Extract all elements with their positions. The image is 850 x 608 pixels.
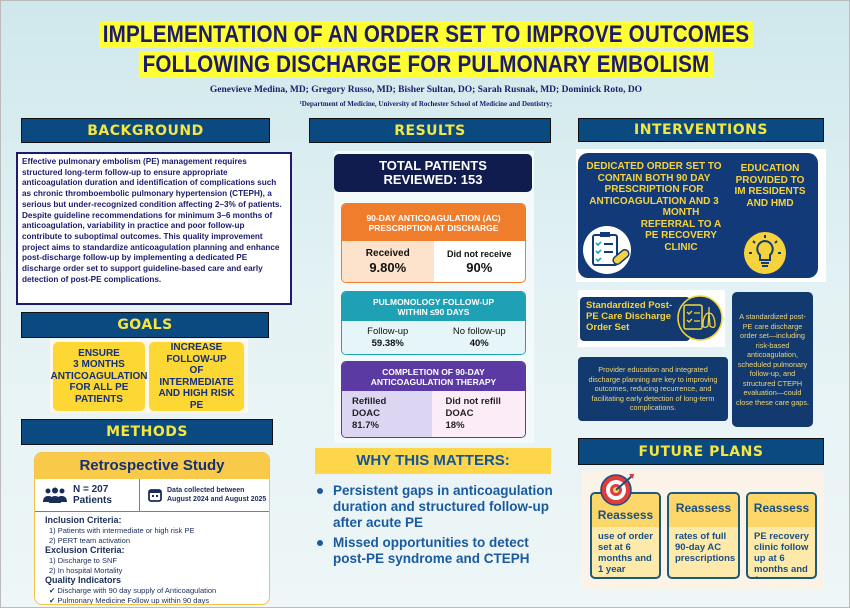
- goal-card: ENSURE 3 MONTHS ANTICOAGULATION FOR ALL …: [50, 342, 148, 411]
- results-header: RESULTS: [309, 118, 551, 143]
- inclusion-item: 1) Patients with intermediate or high ri…: [49, 526, 195, 535]
- future-plan-card: Reassess PE recovery clinic follow up at…: [746, 492, 817, 579]
- future-plan-title: Reassess: [669, 494, 738, 527]
- box-title-2: PRESCRIPTION AT DISCHARGE: [368, 222, 499, 233]
- patient-count: N = 207: [73, 484, 109, 495]
- lightbulb-icon: [744, 232, 786, 274]
- order-set-intervention-wrap: DEDICATED ORDER SET TO CONTAIN BOTH 90 D…: [584, 161, 724, 277]
- interventions-box: DEDICATED ORDER SET TO CONTAIN BOTH 90 D…: [578, 153, 818, 278]
- bullet-item: Persistent gaps in anticoagulation durat…: [313, 483, 558, 531]
- future-plan-text: PE recovery clinic follow up at 6 months…: [754, 531, 809, 577]
- patient-count-label: Patients: [73, 495, 112, 506]
- why-this-matters-header: WHY THIS MATTERS:: [315, 448, 551, 474]
- data-range-line-1: Data collected between: [167, 487, 245, 494]
- refilled-value: 81.7%: [352, 420, 379, 431]
- refilled-label: Refilled DOAC: [352, 396, 387, 419]
- not-refilled-value: 18%: [445, 420, 465, 431]
- followup-value: 59.38%: [371, 337, 404, 349]
- quality-item: ✔ Discharge with 90 day supply of Antico…: [49, 586, 217, 595]
- future-plan-text: use of order set at 6 months and 1 year: [598, 531, 653, 575]
- people-icon: [43, 487, 67, 503]
- order-set-intervention: DEDICATED ORDER SET TO CONTAIN BOTH 90 D…: [586, 161, 722, 253]
- check-icon: ✔: [49, 595, 58, 605]
- target-icon: [600, 474, 634, 506]
- inclusion-title: Inclusion Criteria:: [45, 515, 122, 525]
- affiliation: ¹Department of Medicine, University of R…: [299, 100, 553, 108]
- box-title-2: WITHIN ≤90 DAYS: [397, 306, 470, 317]
- provider-education-text: Provider education and integrated discha…: [578, 357, 728, 421]
- not-received-value: 90%: [466, 259, 493, 275]
- future-plans-header: FUTURE PLANS: [578, 438, 824, 465]
- exclusion-item: 2) In hospital Mortality: [49, 565, 123, 575]
- calendar-icon: [148, 489, 162, 502]
- quality-item: ✔ Pulmonary Medicine Follow up within 90…: [49, 595, 210, 605]
- total-line-1: TOTAL PATIENTS: [379, 158, 487, 173]
- exclusion-title: Exclusion Criteria:: [45, 545, 125, 555]
- order-set-panel: Standardized Post-PE Care Discharge Orde…: [578, 290, 725, 347]
- exclusion-item: 1) Discharge to SNF: [49, 556, 117, 565]
- box-title-2: ANTICOAGULATION THERAPY: [370, 376, 497, 387]
- background-text: Effective pulmonary embolism (PE) manage…: [16, 152, 292, 305]
- inclusion-item: 2) PERT team activation: [49, 535, 131, 545]
- goals-header: GOALS: [21, 312, 269, 338]
- clipboard-pill-icon: [583, 226, 631, 274]
- title-line-1: IMPLEMENTATION OF AN ORDER SET TO IMPROV…: [61, 21, 792, 49]
- bullet-item: Missed opportunities to detect post-PE s…: [313, 535, 558, 567]
- order-set-title: Standardized Post-PE Care Discharge Orde…: [580, 297, 690, 341]
- box-title-1: PULMONOLOGY FOLLOW-UP: [372, 296, 495, 307]
- received-value: 9.80%: [369, 259, 407, 275]
- interventions-header: INTERVENTIONS: [578, 118, 824, 142]
- box-title-1: COMPLETION OF 90-DAY: [382, 366, 485, 377]
- why-bullets: Persistent gaps in anticoagulation durat…: [313, 483, 558, 571]
- check-icon: ✔: [49, 586, 58, 595]
- followup-label: Follow-up: [367, 325, 409, 337]
- total-line-2: REVIEWED: 153: [383, 172, 483, 187]
- quality-title: Quality Indicators: [45, 575, 122, 585]
- not-refilled-label: Did not refill DOAC: [445, 396, 501, 419]
- study-title: Retrospective Study: [35, 453, 269, 479]
- not-received-label: Did not receive: [446, 248, 512, 259]
- future-plan-card: Reassess rates of full 90-day AC prescri…: [667, 492, 740, 579]
- title-line-2: FOLLOWING DISCHARGE FOR PULMONARY EMBOLI…: [61, 51, 792, 79]
- clipboard-lungs-icon: [677, 295, 723, 341]
- received-label: Received: [365, 247, 410, 259]
- data-range-line-2: August 2024 and August 2025: [167, 496, 267, 503]
- background-header: BACKGROUND: [21, 118, 270, 143]
- standardized-order-set-text: A standardized post-PE care discharge or…: [732, 292, 813, 427]
- goal-card: INCREASE FOLLOW-UP OF INTERMEDIATE AND H…: [149, 342, 244, 411]
- criteria-list: Inclusion Criteria: 1) Patients with int…: [35, 512, 269, 605]
- education-intervention: EDUCATION PROVIDED TO IM RESIDENTS AND H…: [734, 163, 806, 209]
- no-followup-label: No follow-up: [452, 325, 506, 337]
- authors: Genevieve Medina, MD; Gregory Russo, MD;…: [209, 85, 643, 95]
- box-title-1: 90-DAY ANTICOAGULATION (AC): [366, 212, 501, 223]
- anticoagulation-prescription-box: 90-DAY ANTICOAGULATION (AC)PRESCRIPTION …: [341, 203, 526, 283]
- methods-header: METHODS: [21, 419, 273, 445]
- future-plan-title: Reassess: [748, 494, 815, 527]
- future-plan-text: rates of full 90-day AC prescriptions: [675, 531, 736, 564]
- box-header: 90-DAY ANTICOAGULATION (AC)PRESCRIPTION …: [342, 204, 525, 241]
- no-followup-value: 40%: [469, 337, 489, 349]
